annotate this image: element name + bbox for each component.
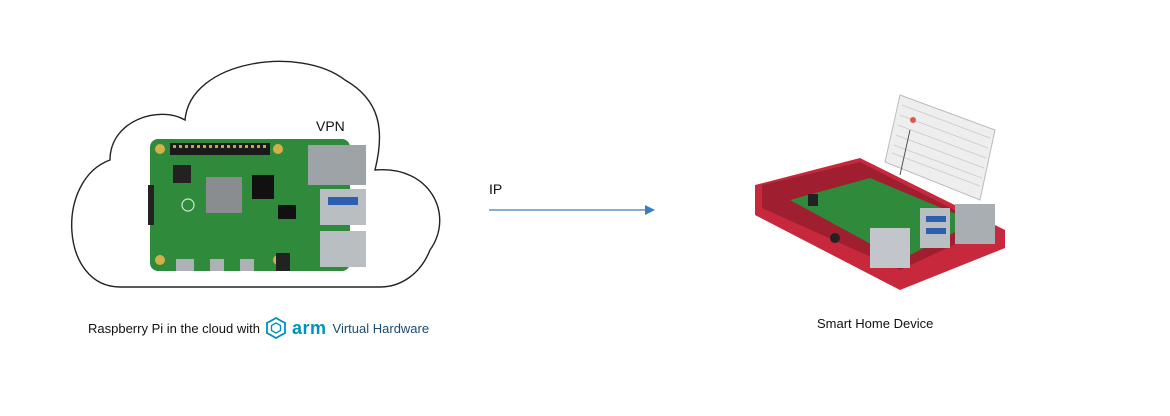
right-caption: Smart Home Device [817,316,934,331]
vpn-label: VPN [316,118,345,134]
smart-home-device-image [755,94,1005,290]
left-caption-text: Raspberry Pi in the cloud with [88,320,260,336]
arm-brand-word: arm [291,317,327,338]
arm-brand-suffix: Virtual Hardware [332,320,430,336]
ip-label: IP [489,181,503,197]
cloud-shape [71,60,441,288]
left-caption: Raspberry Pi in the cloud with arm Virtu… [88,317,429,339]
connection-arrow-head [645,205,655,215]
arm-hexagon-icon [266,317,286,339]
raspberry-pi-board [148,139,366,271]
